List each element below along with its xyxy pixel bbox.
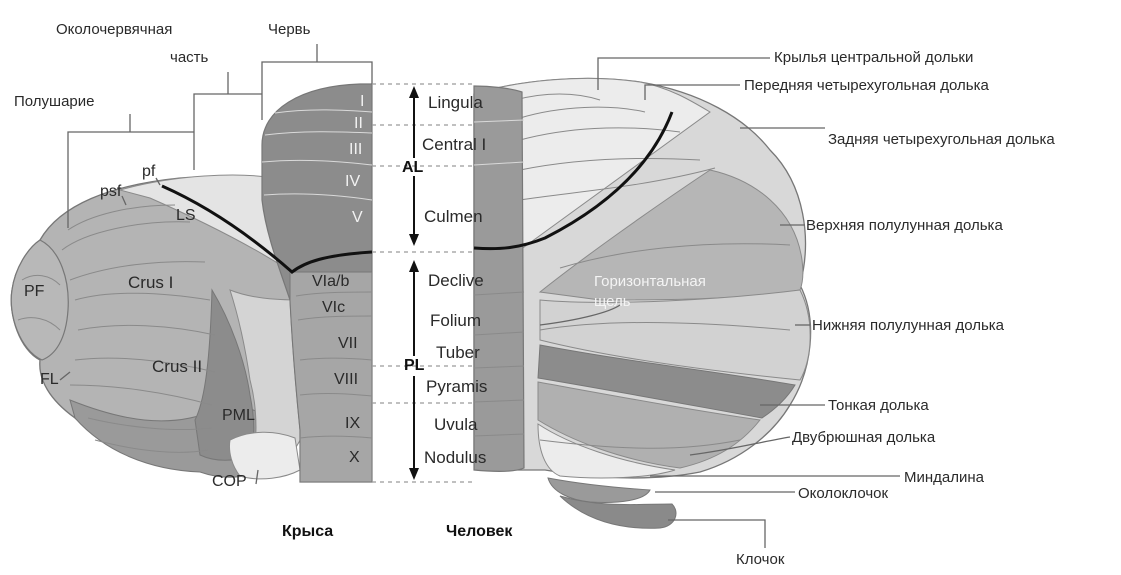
label-culmen: Culmen [424,207,483,226]
label-paraflocculus: Околоклочок [798,485,888,502]
label-vermis: Червь [268,21,311,38]
label-lingula: Lingula [428,93,483,112]
label-rat-pml: PML [222,407,255,424]
label-gracile: Тонкая долька [828,397,929,414]
label-lobule-viii: VIII [334,371,358,388]
label-lobule-x: X [349,449,360,466]
label-central: Central I [422,135,486,154]
label-folium: Folium [430,311,481,330]
label-lobule-iii: III [349,141,362,158]
label-lobule-i: I [360,93,364,110]
label-paravermis-line1: Околочервячная [56,21,172,38]
rat-cop-area [229,432,300,479]
label-paravermis-line2: часть [170,49,209,66]
caption-human: Человек [446,523,513,540]
label-rat-pf: pf [142,163,156,180]
label-lobule-vii: VII [338,335,358,352]
label-wings-central: Крылья центральной дольки [774,49,973,66]
label-nodulus: Nodulus [424,448,486,467]
lobe-arrows [409,86,419,480]
label-uvula: Uvula [434,415,478,434]
label-lobule-ii: II [354,115,363,132]
leader-flocculus [668,520,765,548]
bracket-paravermis [194,94,262,170]
label-anterior-quad: Передняя четырехугольная долька [744,77,989,94]
label-superior-semilunar: Верхняя полулунная долька [806,217,1003,234]
label-rat-crus1: Crus I [128,273,173,292]
label-horizontal-line2: щель [594,293,631,310]
label-flocculus: Клочок [736,551,785,568]
label-rat-ls: LS [176,207,196,224]
label-rat-cop: COP [212,473,247,490]
label-lobule-via: VIa/b [312,273,349,290]
human-cerebellum [474,78,811,528]
caption-rat: Крыса [282,523,333,540]
label-rat-paraflocculus: PF [24,283,45,300]
label-lobule-vic: VIc [322,299,345,316]
label-pl: PL [404,357,425,374]
label-biventral: Двубрюшная долька [792,429,936,446]
label-tuber: Tuber [436,343,480,362]
label-posterior-quad: Задняя четырехугольная долька [828,131,1055,148]
label-rat-fl: FL [40,371,59,388]
label-lobule-ix: IX [345,415,360,432]
label-inferior-semilunar: Нижняя полулунная долька [812,317,1005,334]
label-declive: Declive [428,271,484,290]
label-horizontal-line1: Горизонтальная [594,273,706,290]
label-lobule-iv: IV [345,173,360,190]
label-al: AL [402,159,424,176]
label-hemisphere: Полушарие [14,93,95,110]
label-tonsil: Миндалина [904,469,985,486]
label-lobule-v: V [352,209,363,226]
label-rat-crus2: Crus II [152,357,202,376]
label-rat-psf: psf [100,183,122,200]
label-pyramis: Pyramis [426,377,487,396]
